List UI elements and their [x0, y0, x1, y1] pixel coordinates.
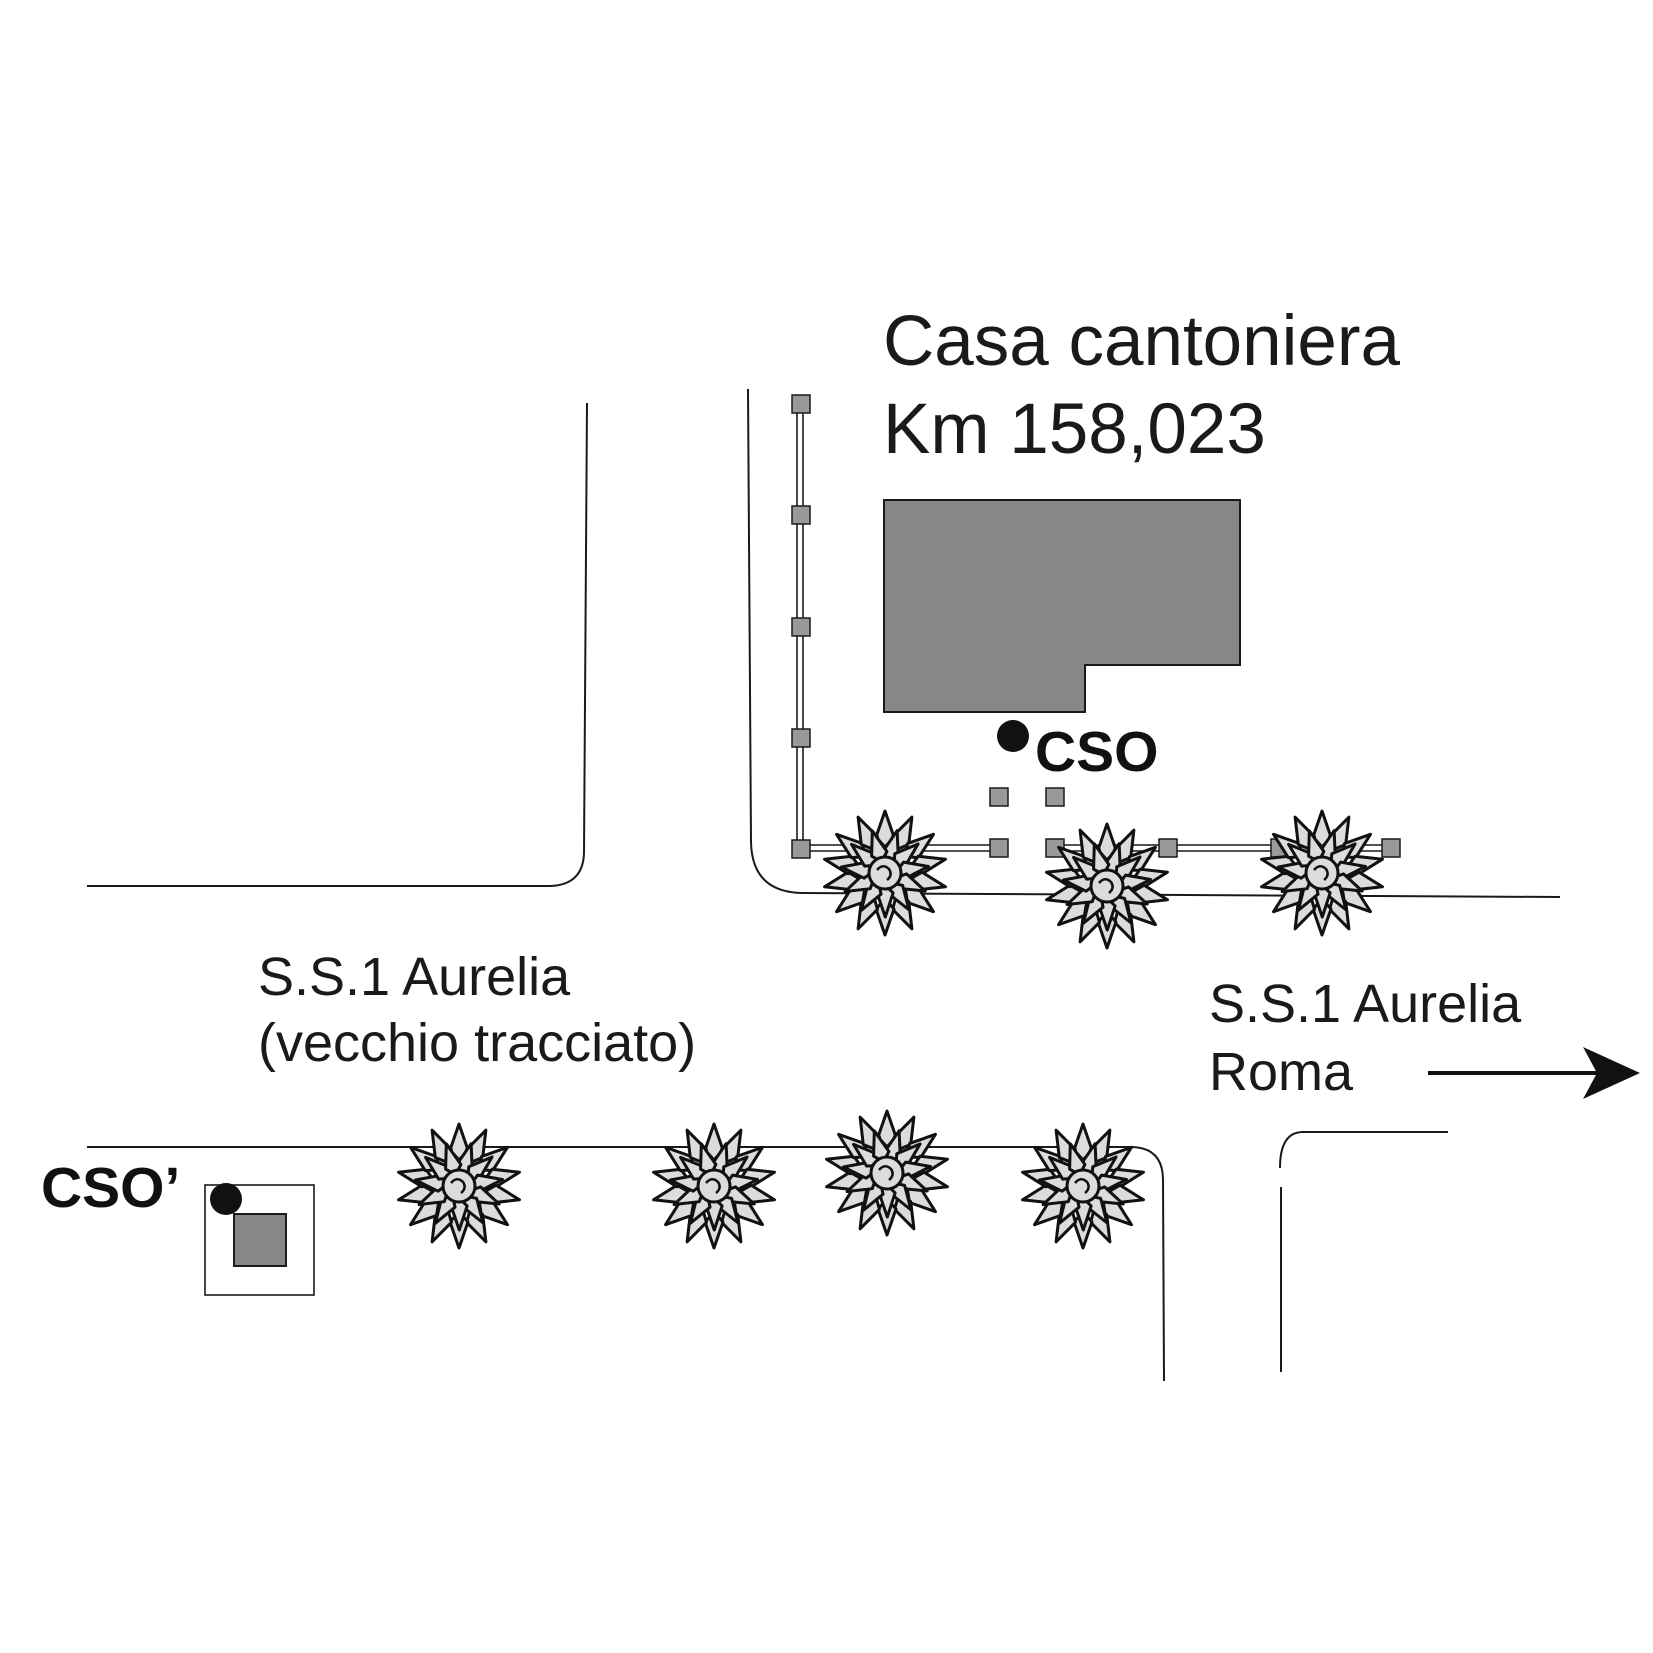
fence-post — [791, 394, 811, 414]
tree-icon — [1045, 822, 1169, 950]
fence-post — [1158, 838, 1178, 858]
fence-post — [989, 838, 1009, 858]
fence-post — [791, 617, 811, 637]
fence-post — [791, 839, 811, 859]
fence-post — [989, 787, 1009, 807]
fence-post — [1381, 838, 1401, 858]
enclosure-outline — [204, 1184, 315, 1296]
trees — [397, 809, 1384, 1250]
fence-post — [791, 728, 811, 748]
tree-icon — [397, 1122, 521, 1250]
cso-prime-point-icon — [210, 1183, 242, 1215]
old-route-note: (vecchio tracciato) — [258, 1013, 697, 1073]
road-edge-west-upper — [87, 402, 588, 887]
cso-point-icon — [997, 720, 1029, 752]
road-edge-east-upper — [747, 388, 1561, 898]
fence-post — [1045, 787, 1065, 807]
tree-icon — [823, 809, 947, 937]
building-casa-cantoniera — [883, 499, 1241, 713]
old-route-name: S.S.1 Aurelia — [258, 947, 571, 1007]
tree-icon — [652, 1122, 776, 1250]
fence-post — [791, 505, 811, 525]
cso-prime-label: CSO’ — [41, 1156, 181, 1220]
cso-label: CSO — [1035, 720, 1159, 784]
new-route-name: S.S.1 Aurelia — [1209, 974, 1522, 1034]
tree-icon — [825, 1109, 949, 1237]
arrow-right-icon — [1428, 1047, 1640, 1099]
building-name: Casa cantoniera — [883, 302, 1401, 381]
tree-icon — [1260, 809, 1384, 937]
building-km: Km 158,023 — [883, 390, 1266, 469]
fence-posts — [791, 394, 1401, 859]
tree-icon — [1021, 1122, 1145, 1250]
small-building — [233, 1213, 287, 1267]
new-route-direction: Roma — [1209, 1042, 1354, 1102]
road-edge-south-new — [1279, 1131, 1448, 1169]
